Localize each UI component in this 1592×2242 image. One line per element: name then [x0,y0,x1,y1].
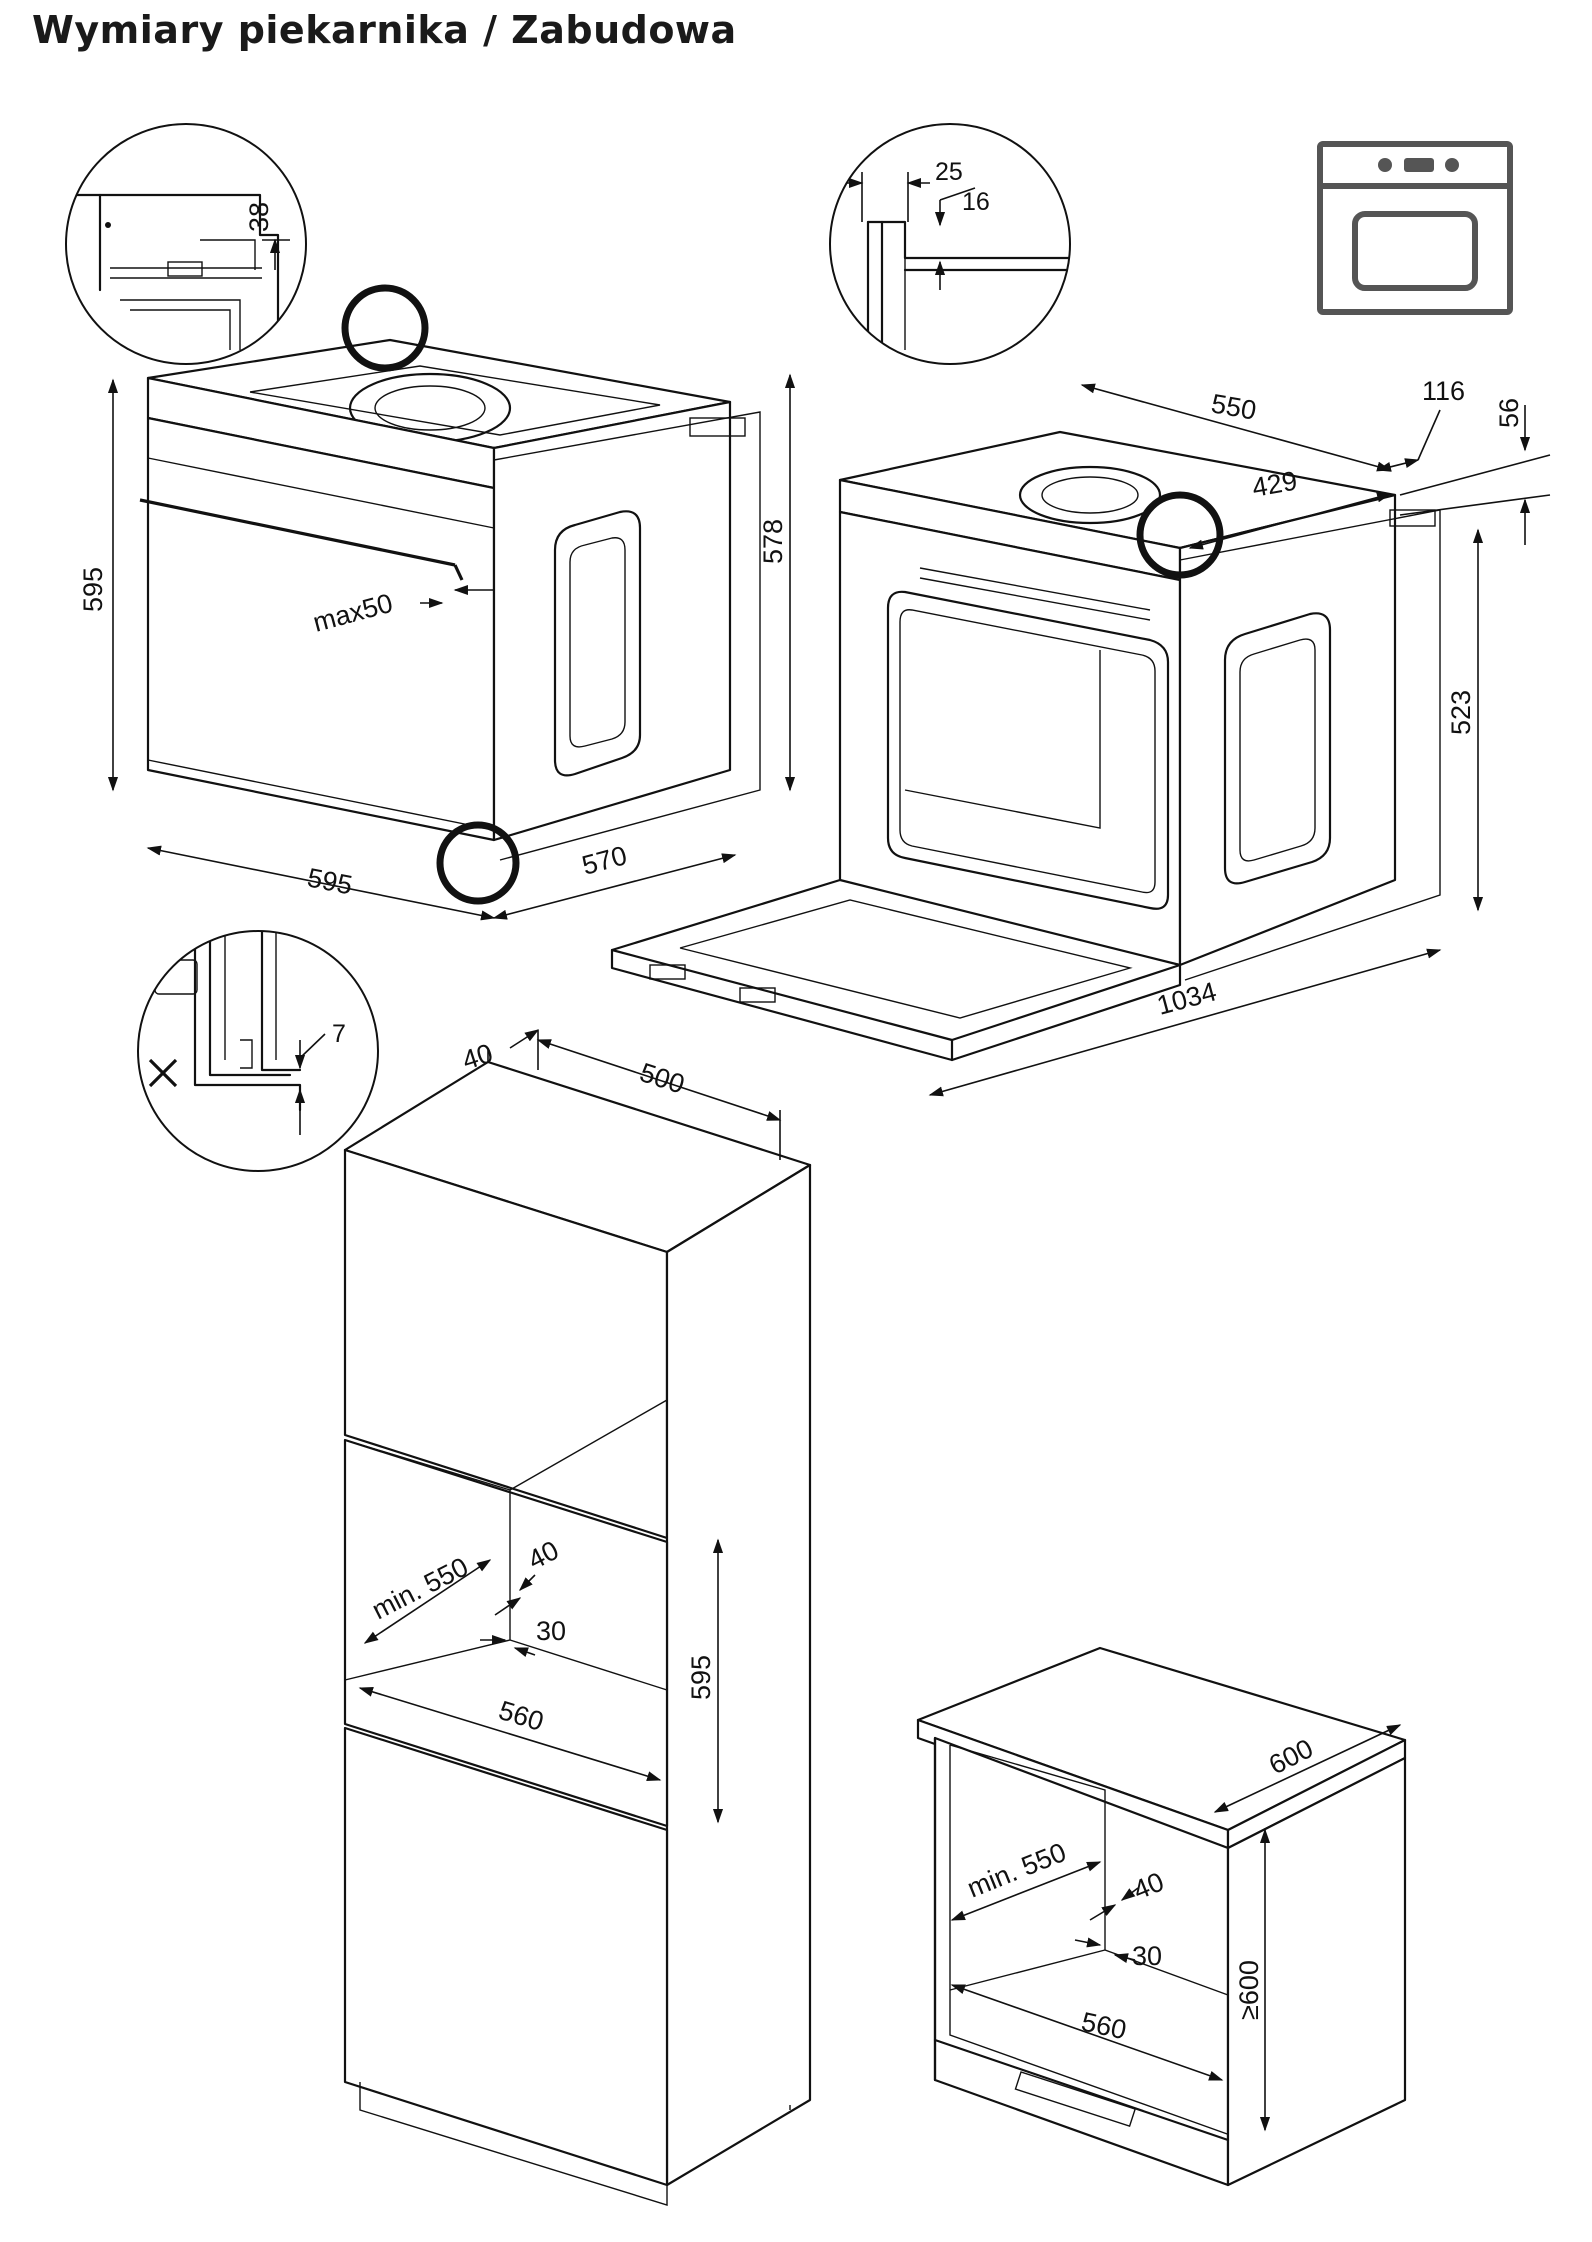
dim-label-595-width: 595 [305,862,355,900]
dim-label-595-niche: 595 [686,1655,716,1700]
dim-label-56: 56 [1494,398,1524,428]
dim-label-25: 25 [935,158,963,186]
dim-label-16: 16 [962,188,990,216]
oven-open-drawing [610,383,1551,1097]
tall-cabinet-drawing [343,1029,812,2206]
dim-label-1034: 1034 [1154,976,1220,1021]
dim-label-570: 570 [579,840,630,881]
dim-label-595-height: 595 [78,567,108,612]
dim-label-7: 7 [332,1020,346,1048]
oven-closed-drawing [107,284,796,921]
dim-label-30-base: 30 [1132,1941,1162,1971]
dim-label-38: 38 [244,202,274,232]
detail-top-left: 38 [65,123,307,365]
dim-label-116: 116 [1422,376,1465,406]
dim-label-550: 550 [1209,388,1259,425]
detail-top-right: 25 16 [829,123,1071,365]
dim-label-500: 500 [636,1057,688,1099]
page-title: Wymiary piekarnika / Zabudowa [32,8,737,52]
built-in-oven-icon [1317,141,1513,315]
base-cabinet-drawing [916,1646,1407,2187]
dim-label-min600: ≥600 [1234,1960,1264,2020]
dim-label-30-tall: 30 [536,1616,566,1646]
dim-label-578: 578 [758,519,788,564]
detail-bottom-left: 7 [137,930,379,1172]
dim-label-523: 523 [1446,690,1476,735]
